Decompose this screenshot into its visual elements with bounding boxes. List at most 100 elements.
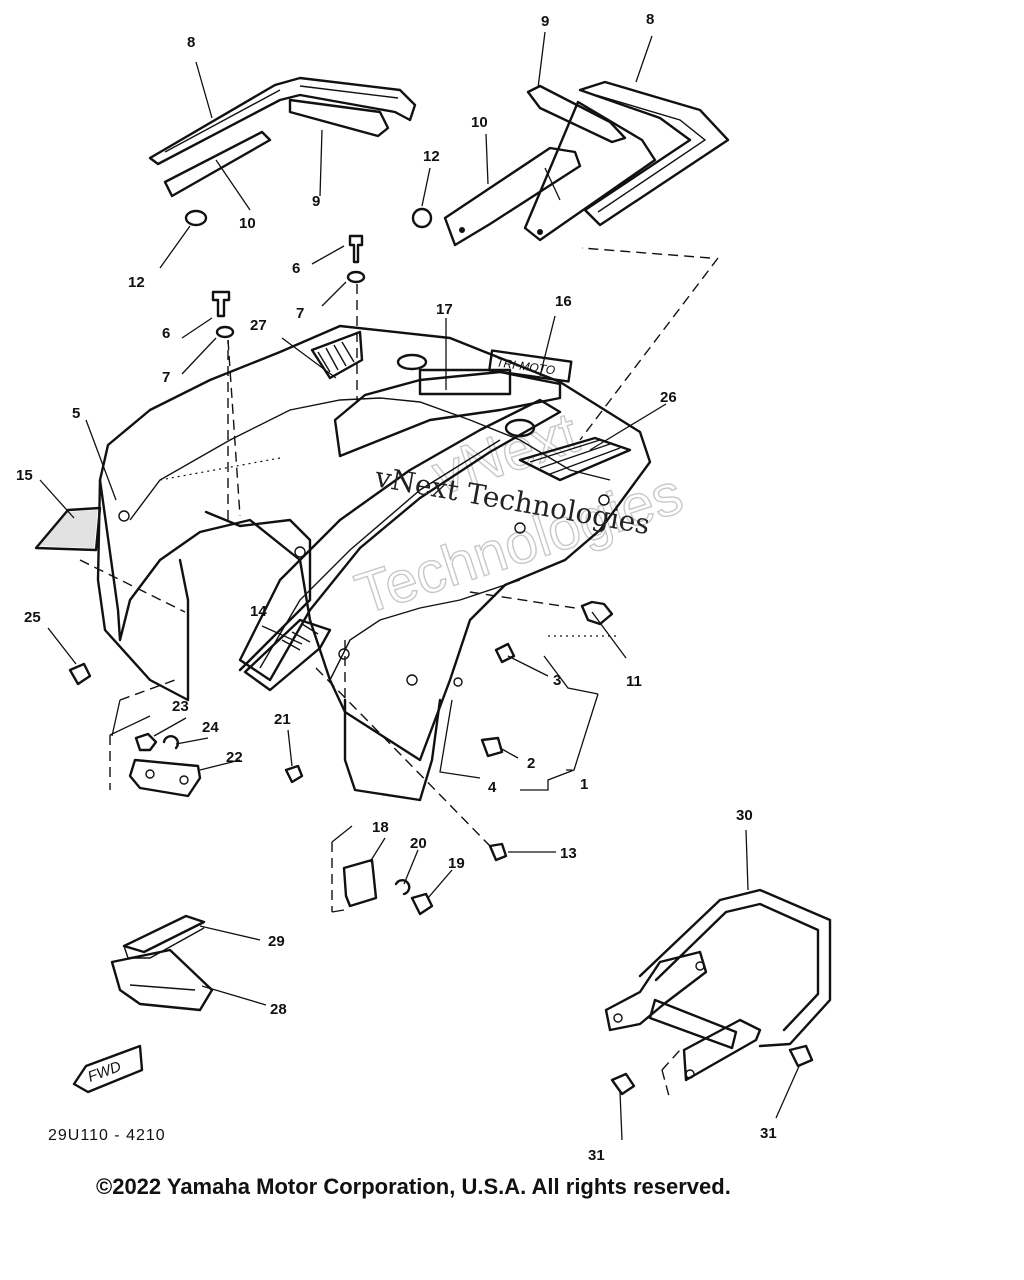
rack-trim-8-left: [148, 76, 417, 166]
frame-rail: [238, 398, 562, 682]
rack-trim-9-left: [288, 98, 390, 138]
fender-deck-edge: [129, 397, 611, 521]
bolt-6-upper: [348, 234, 364, 264]
drawing-code: 29U110 - 4210: [48, 1127, 166, 1144]
callout-4: 4: [488, 779, 497, 796]
hidden-line: [159, 457, 620, 637]
pad-28-shade: [129, 984, 196, 991]
bracket-14-ribs: [281, 623, 319, 651]
callout-20: 20: [410, 835, 427, 852]
grab-bar-hole: [685, 1069, 695, 1079]
callout-7: 7: [162, 369, 170, 386]
bolt-2: [480, 736, 504, 758]
grab-bar-guide: [661, 1049, 681, 1101]
battery-cover-17: [418, 368, 512, 396]
bolt-3: [494, 642, 516, 664]
callout-14: 14: [250, 603, 267, 620]
lower-brackets: [68, 600, 614, 916]
rivet-hole: [537, 229, 543, 235]
bracket-14-body: [243, 618, 332, 692]
grab-bar-30: [638, 888, 832, 1048]
callout-10: 10: [471, 114, 488, 131]
mount-hole: [598, 494, 610, 506]
callout-24: 24: [202, 719, 219, 736]
bracket-14: [243, 618, 332, 692]
mount-hole: [338, 648, 350, 660]
rack-trim-10-left: [163, 130, 272, 198]
callout-8: 8: [646, 11, 654, 28]
washer-20: [394, 879, 411, 896]
mount-hole: [118, 510, 130, 522]
callout-21: 21: [274, 711, 291, 728]
fwd-arrow-shape: [72, 1044, 144, 1094]
washer-24: [162, 735, 180, 750]
decal-16-plate: [488, 349, 573, 383]
callout-28: 28: [270, 1001, 287, 1018]
fwd-arrow: FWD: [72, 1044, 144, 1094]
callout-23: 23: [172, 698, 189, 715]
washer-7-upper: [346, 270, 366, 284]
bolt-31-right: [788, 1044, 814, 1068]
grommet-12-left: [184, 209, 208, 227]
seat-base-frame: [333, 370, 562, 458]
bolt-13: [488, 842, 508, 862]
callout-22: 22: [226, 749, 243, 766]
rack-trim-8-right: [578, 80, 730, 227]
callout-12: 12: [128, 274, 145, 291]
bracket-18: [342, 858, 378, 908]
mount-hole: [406, 674, 418, 686]
callout-2: 2: [527, 755, 535, 772]
rear-fender-5: [98, 324, 652, 762]
grab-bar-30-bracket: [604, 950, 708, 1032]
callout-16: 16: [555, 293, 572, 310]
decal-27-hatch: [317, 341, 355, 373]
callout-27: 27: [250, 317, 267, 334]
decal-26-hatch: [529, 439, 621, 475]
decal-15: [34, 506, 102, 552]
strap-29: [122, 914, 206, 954]
pad-28: [110, 948, 214, 1012]
callout-29: 29: [268, 933, 285, 950]
callout-9: 9: [312, 193, 320, 210]
grab-bar-hole: [695, 961, 705, 971]
fasteners-6-7: [211, 234, 366, 517]
bolt-25: [68, 662, 92, 686]
plate-22: [128, 758, 202, 798]
rack-trim-9-right: [526, 84, 627, 144]
mount-hole: [514, 522, 526, 534]
callout-3: 3: [553, 672, 561, 689]
fender-front-flap: [96, 478, 190, 702]
callout-31: 31: [760, 1125, 777, 1142]
copyright-notice: ©2022 Yamaha Motor Corporation, U.S.A. A…: [96, 1174, 731, 1199]
leader-lines: [39, 31, 801, 1141]
screw-11: [580, 600, 614, 626]
rack-trim-10-right: [443, 146, 582, 247]
callout-31: 31: [588, 1147, 605, 1164]
decal-26-stripe: [518, 436, 632, 482]
rear-fender-assembly: [96, 324, 652, 802]
fender-lower-skirt: [343, 698, 442, 802]
callout-19: 19: [448, 855, 465, 872]
rack-trim-8-left-inner: [164, 85, 399, 153]
plate-22-hole: [145, 769, 155, 779]
decal-16: TRI-MOTO: [488, 349, 573, 383]
frame-rail-inner: [259, 439, 501, 669]
callout-18: 18: [372, 819, 389, 836]
callout-1: 1: [580, 776, 588, 793]
grab-bar-assembly: [604, 888, 832, 1101]
callout-8: 8: [187, 34, 195, 51]
callout-10: 10: [239, 215, 256, 232]
bolt-31-left: [610, 1072, 636, 1096]
rack-trim-8-right-lower: [523, 100, 657, 242]
rack-pad-assembly: [110, 914, 214, 1012]
washer-7-lower: [215, 325, 235, 339]
callout-9: 9: [541, 13, 549, 30]
decal-15-fill: [38, 510, 98, 548]
rear-trim-right-assembly: [411, 80, 730, 247]
grab-bar-30-foot: [682, 1018, 762, 1082]
callout-26: 26: [660, 389, 677, 406]
rivet-hole: [459, 227, 465, 233]
callout-11: 11: [626, 673, 642, 690]
grommet-12-right: [411, 207, 433, 229]
guide-lines: [79, 247, 719, 913]
